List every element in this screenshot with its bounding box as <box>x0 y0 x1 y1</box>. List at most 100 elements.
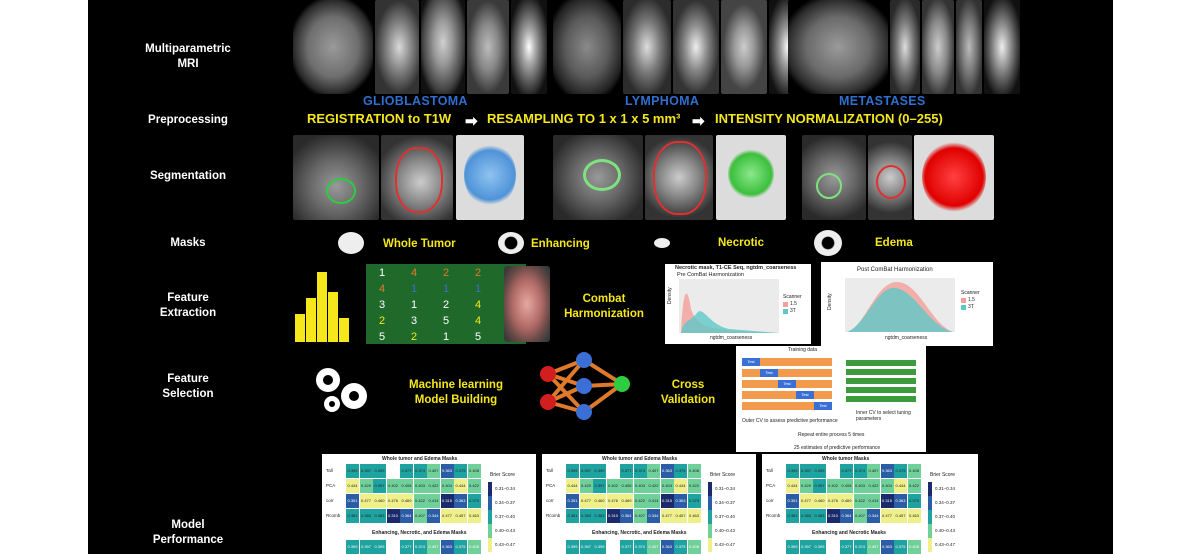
heatmap-cell: 0.344 <box>647 509 660 523</box>
density-pre-ylabel: Density <box>667 287 673 304</box>
heatmap-cell: 0.399 <box>566 540 579 554</box>
heatmap-cell <box>606 540 620 554</box>
heatmap-cell: 0.444 <box>894 479 907 493</box>
prep-registration: REGISTRATION to T1W <box>307 111 452 126</box>
heatmap-cell <box>826 464 840 478</box>
mask-label-whole-tumor: Whole Tumor <box>383 238 456 250</box>
heatmap-cell <box>386 464 400 478</box>
histogram-icon <box>295 272 349 342</box>
density-post-legend-1: 1.5 <box>968 297 975 303</box>
heatmap-legend-swatch <box>928 538 932 552</box>
heatmap-legend-label: 0.40–0.43 <box>715 528 736 533</box>
heatmap-cell: 0.403 <box>853 479 867 493</box>
seg-glioblastoma-3 <box>456 135 524 220</box>
heatmap-cell: 0.402 <box>826 479 840 493</box>
mri-metastases-4 <box>956 0 982 94</box>
heatmap-cell: 0.408 <box>907 540 921 554</box>
tumor-type-metastases: METASTASES <box>839 94 926 108</box>
matrix-cell: 5 <box>378 331 386 343</box>
heatmap-legend-label: 0.43–0.47 <box>935 542 956 547</box>
heatmap-cell: 0.463 <box>907 509 921 523</box>
heatmap-cell: 0.477 <box>579 494 593 508</box>
seg-metastases-1 <box>802 135 866 220</box>
matrix-cell: 4 <box>378 283 386 295</box>
density-post-xlabel: ngtdm_coarseness <box>885 335 928 341</box>
seg-lymphoma-1 <box>553 135 643 220</box>
heatmap-row-label: PCA <box>766 483 776 488</box>
gears-icon <box>316 368 367 412</box>
heatmap-cell: 0.377 <box>400 464 413 478</box>
heatmap-cell: 0.363 <box>894 494 907 508</box>
heatmap-cell: 0.407 <box>647 540 660 554</box>
heatmap-row-label: corr <box>546 498 554 503</box>
cv-inner-bar <box>846 360 916 366</box>
heatmap-cell: 0.364 <box>840 509 853 523</box>
heatmap-cell: 0.444 <box>566 479 579 493</box>
heatmap-cell: 0.402 <box>606 479 620 493</box>
mask-label-necrotic: Necrotic <box>718 237 765 249</box>
heatmap-legend-title: Brier Score <box>710 472 736 478</box>
heatmap-cell: 0.422 <box>413 494 427 508</box>
heatmap-cell: 0.407 <box>853 509 867 523</box>
heatmap-cell: 0.477 <box>799 494 813 508</box>
cv-fold-bar <box>742 358 832 366</box>
heatmap-cell: 0.399 <box>786 464 799 478</box>
cv-estimates-label: 25 estimates of predictive performance <box>794 445 881 451</box>
cv-test-block: Test <box>760 369 778 377</box>
matrix-cell: 3 <box>378 299 386 311</box>
tumor-type-lymphoma: LYMPHOMA <box>625 94 700 108</box>
density-pre-plot <box>679 279 779 333</box>
heatmap-cell: 0.397 <box>799 540 813 554</box>
seg-metastases-2 <box>868 135 912 220</box>
heatmap-legend-swatch <box>928 482 932 496</box>
heatmap-cell: 0.444 <box>786 479 799 493</box>
heatmap-cell: 0.476 <box>606 494 620 508</box>
heatmap-cell: 0.374 <box>413 540 427 554</box>
heatmap-cell: 0.469 <box>400 494 413 508</box>
mask-enhancing-shape <box>498 232 524 254</box>
heatmap-cell: 0.364 <box>400 509 413 523</box>
heatmap-cell: 0.402 <box>386 479 400 493</box>
heatmap-cell: 0.399 <box>593 540 606 554</box>
matrix-cell: 3 <box>410 315 418 327</box>
matrix-cell: 2 <box>410 331 418 343</box>
cv-inner-bar <box>846 369 916 375</box>
heatmap-cell: 0.399 <box>813 464 826 478</box>
heatmap-cell: 0.476 <box>826 494 840 508</box>
heatmap-cell: 0.383 <box>593 509 606 523</box>
heatmap-legend-swatch <box>708 538 712 552</box>
heatmap-cell: 0.407 <box>427 540 440 554</box>
density-pre-header: Necrotic mask, T1-CE Seq, ngtdm_coarsene… <box>675 265 797 271</box>
heatmap-cell: 0.374 <box>853 540 867 554</box>
heatmap-cell: 0.375 <box>674 464 687 478</box>
heatmap-cell: 0.414 <box>427 494 440 508</box>
heatmap-legend-swatch <box>928 496 932 510</box>
heatmap-cell: 0.399 <box>566 464 579 478</box>
heatmap-legend-label: 0.40–0.43 <box>935 528 956 533</box>
heatmap-cell: 0.374 <box>633 540 647 554</box>
heatmap-cell: 0.397 <box>579 540 593 554</box>
heatmap-cell <box>386 540 400 554</box>
heatmap-legend-label: 0.34–0.37 <box>715 500 736 505</box>
cross-validation-label: Cross Validation <box>660 379 716 406</box>
legend-swatch <box>961 305 966 310</box>
heatmap-cell: 0.429 <box>579 479 593 493</box>
density-pre-legend-title: Scanner <box>783 294 802 300</box>
heatmap-cell: 0.469 <box>840 494 853 508</box>
heatmap-cell: 0.397 <box>579 464 593 478</box>
heatmap-cell: 0.310 <box>826 509 840 523</box>
heatmap-cell: 0.469 <box>620 494 633 508</box>
heatmap-cell: 0.397 <box>359 464 373 478</box>
heatmap-cell: 0.397 <box>813 479 826 493</box>
heatmap-legend-title: Brier Score <box>930 472 956 478</box>
density-chart-post: Post ComBat Harmonization ngtdm_coarsene… <box>821 262 993 346</box>
matrix-cell: 4 <box>474 315 482 327</box>
heatmap-cell: 0.315 <box>880 494 894 508</box>
heatmap-legend-swatch <box>488 524 492 538</box>
heatmap-row-label: Rcomb <box>766 513 781 518</box>
cv-outer-label: Outer CV to assess predictive performanc… <box>742 418 838 424</box>
heatmap-cell: 0.408 <box>400 479 413 493</box>
heatmap-cell: 0.404 <box>880 479 894 493</box>
density-post-plot <box>845 278 955 332</box>
